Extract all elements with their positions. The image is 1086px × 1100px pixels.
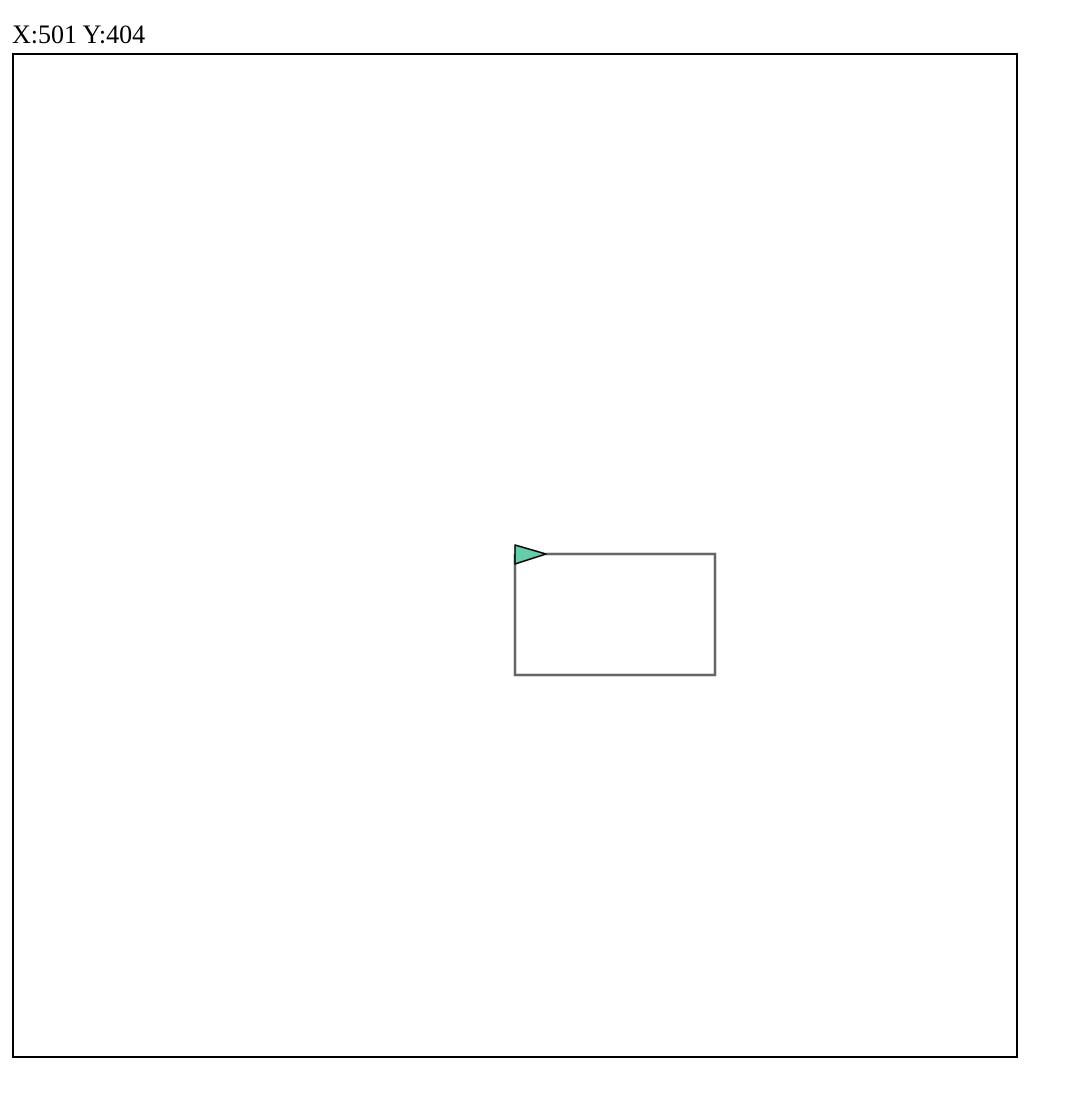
drawing-canvas[interactable] <box>12 53 1018 1058</box>
drawing-surface <box>513 544 717 677</box>
x-value: 501 <box>38 20 77 49</box>
arrowhead-cursor-icon <box>514 544 547 565</box>
drawn-rectangle-path <box>513 552 717 677</box>
x-label: X: <box>12 20 38 49</box>
coordinate-readout: X:501 Y:404 <box>12 20 145 50</box>
y-value: 404 <box>106 20 146 49</box>
y-label: Y: <box>82 20 107 49</box>
